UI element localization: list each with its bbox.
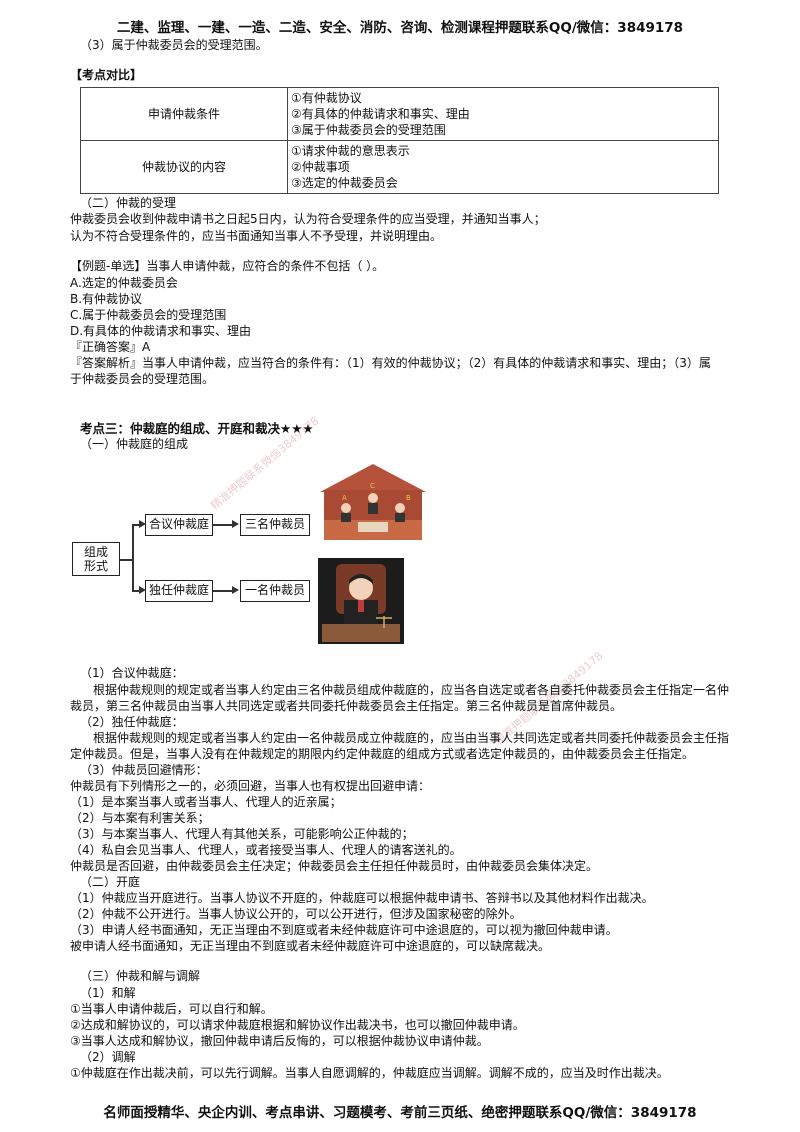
comparison-table: 申请仲裁条件 ①有仲裁协议 ②有具体的仲裁请求和事实、理由 ③属于仲裁委员会的受… <box>80 87 719 194</box>
intro-line: （3）属于仲裁委员会的受理范围。 <box>80 38 268 52</box>
body-line: ②达成和解协议的，可以请求仲裁庭根据和解协议作出裁决书，也可以撤回仲裁申请。 <box>70 1018 525 1032</box>
option-d: D.有具体的仲裁请求和事实、理由 <box>70 324 252 338</box>
list-item: ②仲裁事项 <box>291 160 350 174</box>
body-line: （2）独任仲裁庭： <box>80 715 184 729</box>
example-question: 【例题-单选】当事人申请仲裁，应符合的条件不包括（ ）。 <box>70 259 385 273</box>
court-label-b: B <box>406 494 411 502</box>
page-footer: 名师面授精华、央企内训、考点串讲、习题模考、考前三页纸、绝密押题联系QQ/微信：… <box>103 1105 697 1121</box>
list-item: ①请求仲裁的意思表示 <box>291 144 410 158</box>
topic-title: 考点三：仲裁庭的组成、开庭和裁决★★★ <box>80 421 314 436</box>
answer-analysis: 于仲裁委员会的受理范围。 <box>70 372 215 386</box>
connector <box>213 524 233 526</box>
body-line: 被申请人经书面通知，无正当理由不到庭或者未经仲裁庭许可中途退庭的，可以缺席裁决。 <box>70 939 551 953</box>
body-line: （2）调解 <box>80 1050 136 1064</box>
table-row: 申请仲裁条件 ①有仲裁协议 ②有具体的仲裁请求和事实、理由 ③属于仲裁委员会的受… <box>80 87 719 141</box>
correct-answer: 『正确答案』A <box>70 340 151 354</box>
option-b: B.有仲裁协议 <box>70 292 143 306</box>
body-line: 仲裁员有下列情形之一的，必须回避，当事人也有权提出回避申请： <box>70 779 431 793</box>
arrow-icon <box>232 520 239 528</box>
body-line: （3）申请人经书面通知，无正当理由不到庭或者未经仲裁庭许可中途退庭的，可以视为撤… <box>70 923 618 937</box>
root-node-line: 形式 <box>83 559 108 573</box>
section-heading: （二）仲裁的受理 <box>80 196 177 210</box>
root-node: 组成 形式 <box>72 542 120 576</box>
paragraph-line: 认为不符合受理条件的，应当书面通知当事人不予受理，并说明理由。 <box>70 229 443 243</box>
body-line: （1）和解 <box>80 986 136 1000</box>
body-line: 根据仲裁规则的规定或者当事人约定由三名仲裁员组成仲裁庭的，应当各自选定或者各自委… <box>93 683 730 697</box>
table-cell-label: 仲裁协议的内容 <box>80 140 288 194</box>
body-line: 裁员，第三名仲裁员由当事人共同选定或者共同委托仲裁委员会主任指定。第三名仲裁员是… <box>70 699 623 713</box>
body-line: （2）与本案有利害关系； <box>70 811 210 825</box>
connector <box>132 524 141 526</box>
answer-analysis: 『答案解析』当事人申请仲裁，应当符合的条件有：（1）有效的仲裁协议；（2）有具体… <box>70 356 711 370</box>
body-line: （二）开庭 <box>80 875 141 889</box>
connector <box>132 590 141 592</box>
option-c: C.属于仲裁委员会的受理范围 <box>70 308 227 322</box>
body-line: ①当事人申请仲裁后，可以自行和解。 <box>70 1002 273 1016</box>
table-row: 仲裁协议的内容 ①请求仲裁的意思表示 ②仲裁事项 ③选定的仲裁委员会 <box>80 140 719 194</box>
body-line: （3）仲裁员回避情形： <box>80 763 208 777</box>
compare-title: 【考点对比】 <box>70 68 143 82</box>
court-label-a: A <box>342 494 347 502</box>
body-line: （1）仲裁应当开庭进行。当事人协议不开庭的，仲裁庭可以根据仲裁申请书、答辩书以及… <box>70 891 654 905</box>
connector <box>213 590 233 592</box>
body-line: 定仲裁员。但是，当事人没有在仲裁规定的期限内约定仲裁庭的组成方式或者选定仲裁员的… <box>70 747 695 761</box>
body-line: 仲裁员是否回避，由仲裁委员会主任决定；仲裁委员会主任担任仲裁员时，由仲裁委员会集… <box>70 859 599 873</box>
table-cell-items: ①请求仲裁的意思表示 ②仲裁事项 ③选定的仲裁委员会 <box>287 140 719 194</box>
arrow-icon <box>139 520 146 528</box>
connector <box>132 524 134 591</box>
list-item: ③选定的仲裁委员会 <box>291 176 398 190</box>
court-illustration: A C B <box>320 464 426 540</box>
table-cell-items: ①有仲裁协议 ②有具体的仲裁请求和事实、理由 ③属于仲裁委员会的受理范围 <box>287 87 719 141</box>
page-header: 二建、监理、一建、一造、二造、安全、消防、咨询、检测课程押题联系QQ/微信：38… <box>116 20 684 36</box>
court-label-c: C <box>370 482 375 490</box>
root-node-line: 组成 <box>83 545 108 559</box>
body-line: ③当事人达成和解协议，撤回仲裁申请后反悔的，可以根据仲裁协议申请仲裁。 <box>70 1034 489 1048</box>
body-line: （4）私自会见当事人、代理人，或者接受当事人、代理人的请客送礼的。 <box>70 843 462 857</box>
branch-node-sole: 独任仲裁庭 <box>145 580 213 602</box>
body-line: （1）是本案当事人或者当事人、代理人的近亲属； <box>70 795 342 809</box>
leaf-node-one: 一名仲裁员 <box>240 580 310 602</box>
body-line: （1）合议仲裁庭： <box>80 666 184 680</box>
arrow-icon <box>232 586 239 594</box>
connector <box>120 559 132 561</box>
body-line: （2）仲裁不公开进行。当事人协议公开的，可以公开进行，但涉及国家秘密的除外。 <box>70 907 522 921</box>
arrow-icon <box>139 586 146 594</box>
judge-illustration <box>318 558 404 644</box>
body-line: （3）与本案当事人、代理人有其他关系，可能影响公正仲裁的； <box>70 827 414 841</box>
body-line: ①仲裁庭在作出裁决前，可以先行调解。当事人自愿调解的，仲裁庭应当调解。调解不成的… <box>70 1066 669 1080</box>
list-item: ①有仲裁协议 <box>291 91 362 105</box>
body-line: （三）仲裁和解与调解 <box>80 969 201 983</box>
section-heading: （一）仲裁庭的组成 <box>80 437 189 451</box>
option-a: A.选定的仲裁委员会 <box>70 276 178 290</box>
list-item: ②有具体的仲裁请求和事实、理由 <box>291 107 470 121</box>
leaf-node-three: 三名仲裁员 <box>240 514 310 536</box>
list-item: ③属于仲裁委员会的受理范围 <box>291 123 446 137</box>
branch-node-collegial: 合议仲裁庭 <box>145 514 213 536</box>
table-cell-label: 申请仲裁条件 <box>80 87 288 141</box>
paragraph-line: 仲裁委员会收到仲裁申请书之日起5日内，认为符合受理条件的应当受理，并通知当事人； <box>70 212 546 226</box>
body-line: 根据仲裁规则的规定或者当事人约定由一名仲裁员成立仲裁庭的，应当由当事人共同选定或… <box>93 731 730 745</box>
